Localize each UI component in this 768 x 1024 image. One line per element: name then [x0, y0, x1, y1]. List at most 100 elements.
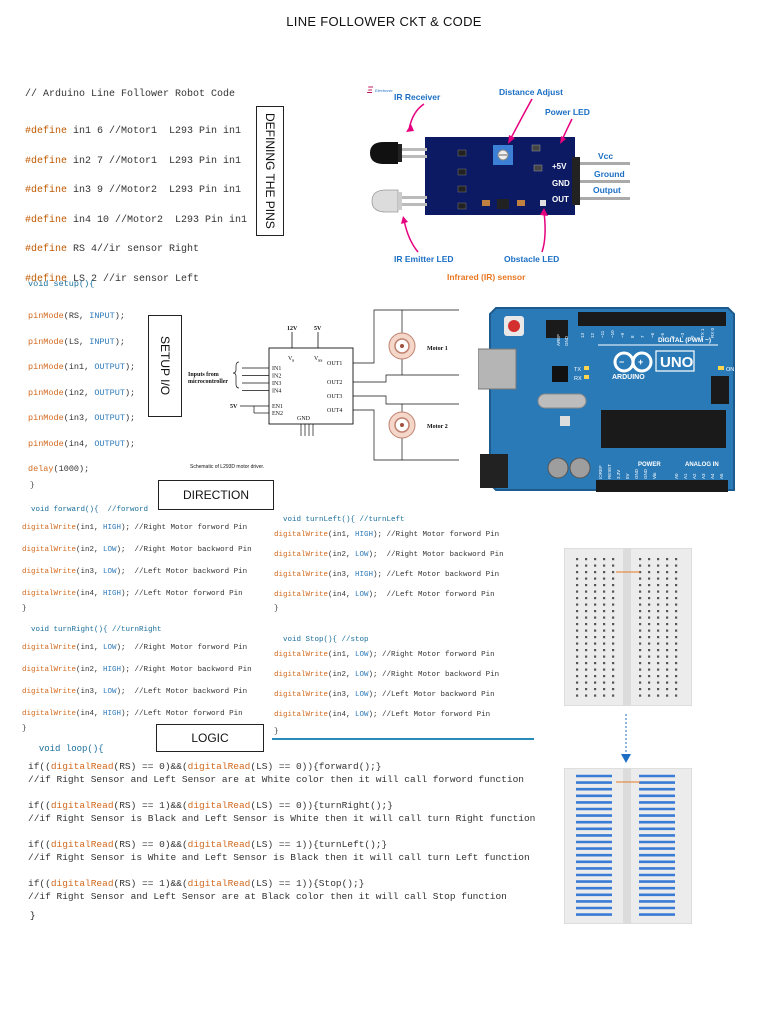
breadboard-hole	[576, 597, 579, 600]
loop-condition-block: if((digitalRead(RS) == 1)&&(digitalRead(…	[28, 877, 535, 903]
breadboard-hole	[612, 681, 615, 684]
breadboard-hole	[585, 590, 588, 593]
breadboard-hole	[666, 616, 669, 619]
breadboard-hole	[576, 636, 579, 639]
breadboard-hole	[612, 688, 615, 691]
driver-in-pin: IN2	[272, 374, 281, 380]
breadboard-hole	[576, 558, 579, 561]
label-vcc: Vcc	[598, 151, 613, 161]
define-line: #define in1 6 //Motor1 L293 Pin in1	[25, 126, 242, 137]
reset-button	[508, 320, 520, 332]
breadboard-hole	[594, 655, 597, 658]
stop-head: void Stop(){ //stop	[283, 636, 369, 644]
breadboard-hole	[639, 675, 642, 678]
digital-pin-label: 8	[630, 335, 635, 338]
breadboard-hole	[675, 694, 678, 697]
breadboard-hole	[585, 558, 588, 561]
capacitor-1	[547, 457, 569, 479]
digital-pin-label: 12	[590, 332, 595, 338]
breadboard-hole	[612, 668, 615, 671]
setup-line: pinMode(in3, OUTPUT);	[28, 413, 136, 423]
breadboard-hole	[648, 603, 651, 606]
breadboard-hole	[585, 571, 588, 574]
breadboard-hole	[585, 623, 588, 626]
direction-label: DIRECTION	[183, 488, 249, 502]
breadboard-hole	[657, 688, 660, 691]
breadboard-hole	[594, 668, 597, 671]
setup-line: pinMode(in4, OUTPUT);	[28, 438, 136, 449]
breadboard-hole	[576, 688, 579, 691]
on-label: ON	[726, 367, 734, 373]
breadboard-hole	[594, 694, 597, 697]
breadboard-hole	[585, 629, 588, 632]
digitalwrite-line: digitalWrite(in2, LOW); //Right Motor ba…	[274, 551, 504, 559]
breadboard-hole	[666, 681, 669, 684]
breadboard-hole	[666, 629, 669, 632]
breadboard-hole	[675, 577, 678, 580]
breadboard-hole	[603, 636, 606, 639]
breadboard-hole	[576, 649, 579, 652]
power-label: POWER	[638, 462, 661, 468]
breadboard-hole	[657, 642, 660, 645]
digitalwrite-line: digitalWrite(in1, LOW); //Right Motor fo…	[22, 644, 248, 652]
breadboard-hole	[657, 681, 660, 684]
breadboard-hole	[657, 668, 660, 671]
motor-1-icon	[388, 332, 416, 360]
breadboard-hole	[648, 577, 651, 580]
breadboard-hole	[576, 571, 579, 574]
define-line: #define in3 9 //Motor2 L293 Pin in1	[25, 185, 242, 196]
digital-pin-label: RX 0	[710, 327, 715, 338]
driver-vss-sub: SS	[318, 358, 322, 363]
breadboard-hole	[576, 675, 579, 678]
breadboard-hole	[585, 688, 588, 691]
setup-line: pinMode(in2, OUTPUT);	[28, 387, 136, 398]
driver-vs: V	[288, 356, 293, 362]
breadboard-hole	[657, 571, 660, 574]
power-jack	[480, 454, 508, 488]
breadboard-hole	[675, 597, 678, 600]
breadboard-hole	[594, 603, 597, 606]
breadboard-hole	[603, 662, 606, 665]
power-pin-label: 3.3V	[616, 470, 621, 479]
breadboard-hole	[648, 694, 651, 697]
breadboard-hole	[648, 610, 651, 613]
section-divider	[272, 738, 534, 740]
breadboard-hole	[648, 649, 651, 652]
arduino-logo-right	[631, 351, 653, 373]
driver-en-pin: EN1	[272, 404, 283, 410]
breadboard-hole	[594, 681, 597, 684]
breadboard-hole	[594, 642, 597, 645]
breadboard-hole	[612, 564, 615, 567]
breadboard-hole	[576, 590, 579, 593]
breadboard-hole	[603, 584, 606, 587]
breadboard-hole	[648, 675, 651, 678]
breadboard-hole	[612, 597, 615, 600]
label-output: Output	[593, 185, 621, 195]
breadboard-hole	[639, 603, 642, 606]
breadboard-hole	[666, 610, 669, 613]
setup-line: pinMode(LS, INPUT);	[28, 336, 125, 347]
breadboard-hole	[603, 642, 606, 645]
loop-if-line: if((digitalRead(RS) == 1)&&(digitalRead(…	[28, 800, 393, 811]
uno-label: UNO	[660, 354, 694, 371]
breadboard-hole	[657, 597, 660, 600]
driver-inputs-label-1: Inputs from	[188, 372, 219, 378]
analog-pin-label: A1	[683, 473, 688, 479]
bottom-header	[596, 480, 728, 492]
breadboard-hole	[648, 558, 651, 561]
digitalwrite-line: digitalWrite(in2, LOW); //Right Motor ba…	[22, 546, 252, 554]
breadboard-hole	[585, 655, 588, 658]
right-head: void turnRight(){ //turnRight	[31, 626, 162, 634]
breadboard-hole	[585, 616, 588, 619]
defining-pins-label: DEFINING THE PINS	[263, 113, 277, 229]
breadboard-hole	[657, 590, 660, 593]
breadboard-hole	[648, 655, 651, 658]
breadboard-hole	[585, 597, 588, 600]
breadboard-hole	[657, 662, 660, 665]
breadboard-hole	[594, 610, 597, 613]
driver-in-pin: IN4	[272, 389, 281, 395]
setup-line: delay(1000);	[28, 464, 90, 474]
direction-label-box: DIRECTION	[158, 480, 274, 510]
breadboard-hole	[675, 688, 678, 691]
